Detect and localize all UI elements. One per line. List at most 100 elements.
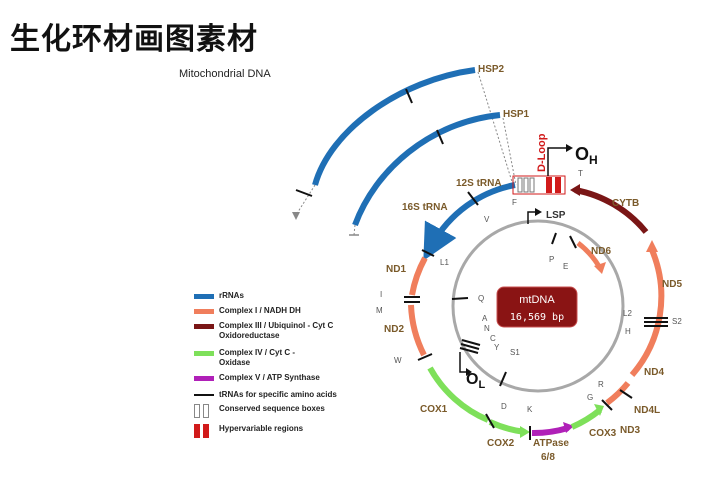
trna-s1-tick — [499, 371, 507, 387]
hsp2-tick-end — [295, 189, 313, 197]
trna-anc-tick-1 — [461, 339, 481, 346]
site-s2: S2 — [672, 317, 682, 326]
legend-swatch-csb — [194, 404, 214, 418]
legend-csb: Conserved sequence boxes — [194, 404, 325, 418]
legend-swatch-hvr — [194, 424, 214, 438]
rrna-segment — [423, 182, 516, 261]
label-atpase: ATPase — [533, 438, 569, 449]
legend-label-complex1: Complex I / NADH DH — [219, 306, 301, 315]
cox2-arrowhead — [520, 426, 530, 438]
legend-complex5: Complex V / ATP Synthase — [194, 373, 320, 382]
hsp1-tick — [436, 129, 444, 145]
legend-label-hvr: Hypervariable regions — [219, 424, 304, 433]
trna-g-tick — [601, 399, 613, 411]
nd3-nd4l-segment — [605, 381, 631, 406]
legend-complex4: Complex IV / Cyt C - Oxidase — [194, 348, 319, 368]
label-cytb: CYTB — [612, 198, 639, 209]
cox3-segment — [570, 407, 602, 430]
legend-swatch-complex1 — [194, 309, 214, 314]
trna-r-tick — [619, 389, 633, 399]
hsp2-arc — [312, 67, 476, 186]
dloop-box — [512, 175, 566, 195]
site-n: N — [484, 324, 490, 333]
site-l2: L2 — [623, 309, 632, 318]
site-q: Q — [478, 294, 484, 303]
nd6-arrowhead — [594, 262, 606, 274]
label-nd4l: ND4L — [634, 405, 660, 416]
trna-e-tick — [569, 235, 577, 249]
hvr-box-2 — [555, 177, 561, 193]
site-w: W — [394, 356, 402, 365]
legend-swatch-complex3 — [194, 324, 214, 329]
legend-label-complex3: Complex III / Ubiquinol - Cyt C Oxidored… — [219, 321, 334, 340]
lsp-arrow — [527, 211, 538, 224]
oh-arrow — [547, 147, 570, 176]
site-i: I — [380, 290, 382, 299]
site-f: F — [512, 198, 517, 207]
nd5-arrowhead — [646, 240, 658, 252]
label-nd4: ND4 — [644, 367, 664, 378]
label-ol: OL — [466, 371, 485, 391]
site-r: R — [598, 380, 604, 389]
site-t: T — [578, 169, 583, 178]
legend-swatch-complex5 — [194, 376, 214, 381]
legend-hvr: Hypervariable regions — [194, 424, 303, 438]
label-atpase-sub: 6/8 — [541, 452, 555, 463]
cox2-segment — [488, 419, 526, 435]
trna-anc-tick-2 — [460, 343, 480, 350]
legend-complex3: Complex III / Ubiquinol - Cyt C Oxidored… — [194, 321, 339, 341]
trna-l1-tick — [421, 249, 435, 257]
hvr-box-1 — [546, 177, 552, 193]
center-size: 16,569 bp — [510, 312, 564, 323]
site-p: P — [549, 255, 554, 264]
label-nd3: ND3 — [620, 425, 640, 436]
hsp2-arrowhead — [292, 212, 300, 220]
label-nd1: ND1 — [386, 264, 406, 275]
legend-label-rrna: rRNAs — [219, 291, 244, 300]
atpase-arrowhead — [563, 422, 574, 433]
hsp2-tail — [295, 184, 316, 216]
cox1-segment — [427, 366, 490, 423]
center-name: mtDNA — [519, 294, 555, 306]
site-k: K — [527, 405, 533, 414]
site-s1: S1 — [510, 348, 520, 357]
trna-w-tick — [417, 353, 433, 361]
csb-box-2 — [523, 177, 529, 193]
legend-label-csb: Conserved sequence boxes — [219, 404, 325, 413]
label-hsp1: HSP1 — [503, 109, 530, 120]
label-cox1: COX1 — [420, 404, 448, 415]
label-16s: 16S tRNA — [402, 202, 448, 213]
inner-strand-circle — [451, 219, 625, 393]
site-a: A — [482, 314, 488, 323]
legend-rrna: rRNAs — [194, 291, 244, 300]
site-d: D — [501, 402, 507, 411]
legend-label-trna: tRNAs for specific amino acids — [219, 390, 337, 399]
nd4-nd5-segment — [629, 248, 665, 377]
hsp1-guide — [502, 117, 517, 186]
hsp1-tail — [353, 224, 356, 236]
label-nd6: ND6 — [591, 246, 611, 257]
hsp2-tick — [405, 88, 413, 104]
site-m: M — [376, 306, 383, 315]
oh-arrowhead — [566, 144, 573, 152]
legend-label-complex4: Complex IV / Cyt C - Oxidase — [219, 348, 296, 367]
label-nd5: ND5 — [662, 279, 682, 290]
legend-swatch-trna — [194, 394, 214, 396]
label-lsp: LSP — [546, 210, 566, 221]
cytb-segment — [574, 187, 649, 234]
label-cox3: COX3 — [589, 428, 617, 439]
ol-arrowhead — [466, 368, 472, 376]
center-badge — [496, 286, 578, 328]
site-l1: L1 — [440, 258, 449, 267]
legend-complex1: Complex I / NADH DH — [194, 306, 301, 315]
nd2-segment — [408, 304, 427, 357]
hsp1-arc — [352, 112, 501, 227]
atpase-segment — [531, 425, 569, 437]
label-12s: 12S tRNA — [456, 178, 502, 189]
site-e: E — [563, 262, 568, 271]
cytb-arrowhead — [570, 184, 580, 196]
site-h: H — [625, 327, 631, 336]
cox3-arrowhead — [594, 404, 604, 416]
